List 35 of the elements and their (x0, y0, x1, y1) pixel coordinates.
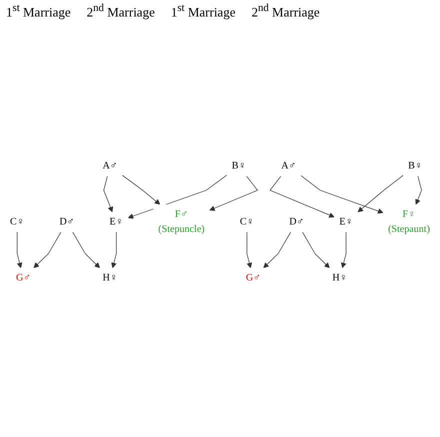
arrow (270, 176, 334, 218)
node-text: H♀ (102, 272, 118, 284)
arrow (72, 232, 100, 268)
arrow (302, 232, 330, 268)
node-text: G♂ (246, 272, 261, 284)
node-text: D♂ (59, 216, 74, 228)
arrow (300, 176, 384, 214)
node-text: F♀ (Stepaunt) (388, 209, 430, 235)
arrow (415, 176, 422, 205)
arrow (16, 232, 22, 268)
node-text: A♂ (281, 160, 296, 172)
node-text: G♂ (16, 272, 31, 284)
arrow (111, 232, 117, 268)
node-text: E♀ (339, 216, 353, 228)
arrow (358, 175, 404, 213)
arrow (246, 232, 252, 268)
node-text: D♂ (289, 216, 304, 228)
node-text: H♀ (332, 272, 348, 284)
node-text: C♀ (240, 216, 254, 228)
node-text: E♀ (109, 216, 124, 228)
arrow (209, 176, 258, 212)
arrow (103, 176, 114, 213)
marriage-label: 1$^{st}$ Marriage (6, 2, 71, 20)
arrow (34, 232, 62, 268)
node-text: C♀ (10, 216, 24, 228)
arrow (263, 232, 292, 268)
arrow (340, 232, 346, 268)
marriage-label: 1$^{st}$ Marriage (170, 2, 236, 20)
arrow (122, 175, 160, 205)
node-text: B♀ (408, 160, 422, 172)
node-text: A♂ (102, 160, 118, 172)
arrow (128, 175, 228, 220)
marriage-label: 2$^{nd}$ Marriage (251, 2, 320, 20)
node-text: B♀ (232, 160, 246, 172)
marriage-label: 2$^{nd}$ Marriage (86, 2, 155, 20)
